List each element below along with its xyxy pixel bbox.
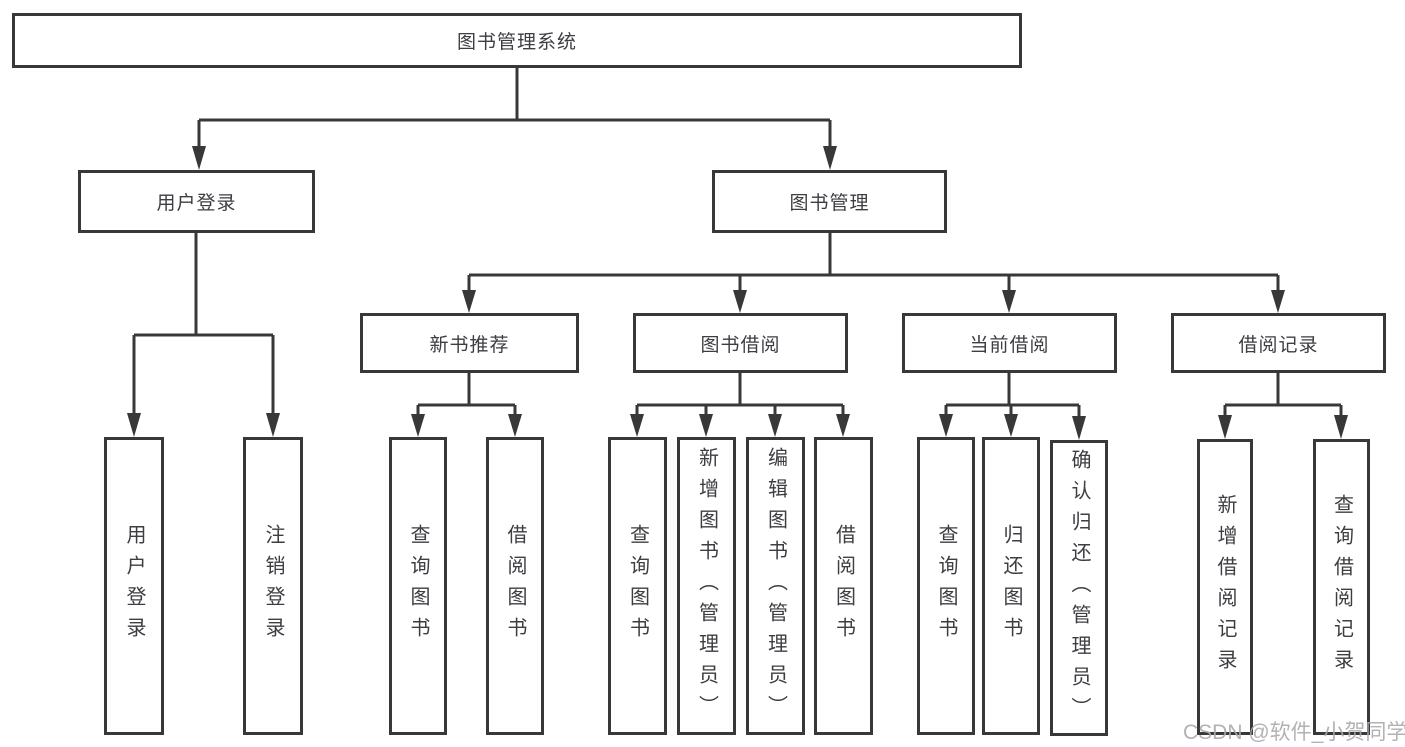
node-label: 用户登录 (156, 193, 237, 214)
connector-current-borrow-to-leaves (939, 373, 1086, 440)
node-leaf-query-books-recommend: 查询图书 (389, 437, 447, 735)
node-leaf-add-borrow-record: 新增借阅记录 (1197, 439, 1253, 735)
node-label: 新增借阅记录 (1214, 494, 1236, 680)
node-current-borrow: 当前借阅 (902, 313, 1117, 373)
node-label: 归还图书 (1000, 524, 1022, 648)
node-leaf-confirm-return-admin: 确认归还（管理员） (1050, 440, 1108, 736)
connector-book-borrow-to-leaves (630, 373, 850, 437)
node-label: 查询图书 (407, 524, 429, 648)
connector-borrow-records-to-leaves (1218, 373, 1348, 439)
connector-book-management-to-level3 (462, 233, 1285, 313)
node-label: 当前借阅 (969, 334, 1050, 356)
node-label: 借阅图书 (504, 524, 526, 648)
node-leaf-borrow-books: 借阅图书 (814, 437, 873, 735)
node-label: 借阅记录 (1238, 334, 1319, 356)
connector-user-login-to-leaves (127, 233, 280, 437)
node-leaf-borrow-books-recommend: 借阅图书 (486, 437, 544, 735)
node-label: 注销登录 (262, 524, 284, 648)
watermark: CSDN @软件_小贺同学 (1183, 721, 1405, 744)
node-label: 用户登录 (123, 524, 145, 648)
node-user-login: 用户登录 (78, 170, 315, 233)
node-library-management-system: 图书管理系统 (12, 13, 1022, 68)
connector-new-book-to-leaves (411, 373, 522, 437)
node-label: 确认归还（管理员） (1068, 448, 1090, 728)
node-leaf-user-login: 用户登录 (104, 437, 164, 735)
node-label: 图书管理系统 (456, 32, 577, 53)
node-label: 查询图书 (626, 524, 649, 648)
node-borrow-records: 借阅记录 (1171, 313, 1386, 373)
node-label: 新书推荐 (429, 334, 510, 356)
node-label: 借阅图书 (832, 524, 855, 648)
node-book-management: 图书管理 (712, 170, 947, 233)
node-label: 图书管理 (789, 193, 870, 214)
node-leaf-query-books-current: 查询图书 (917, 437, 975, 735)
node-leaf-add-books-admin: 新增图书（管理员） (677, 437, 736, 735)
node-leaf-return-books: 归还图书 (982, 437, 1040, 735)
node-label: 查询图书 (935, 524, 957, 648)
node-label: 编辑图书（管理员） (764, 446, 787, 726)
node-label: 查询借阅记录 (1330, 494, 1353, 680)
node-new-book-recommend: 新书推荐 (360, 313, 579, 373)
node-leaf-query-borrow-record: 查询借阅记录 (1313, 439, 1370, 735)
node-leaf-logout: 注销登录 (243, 437, 303, 735)
node-book-borrow: 图书借阅 (633, 313, 848, 373)
node-label: 图书借阅 (700, 334, 781, 356)
node-leaf-edit-books-admin: 编辑图书（管理员） (746, 437, 805, 735)
node-label: 新增图书（管理员） (695, 446, 718, 726)
connector-root-to-level2 (192, 68, 837, 170)
node-leaf-query-books-borrow: 查询图书 (608, 437, 667, 735)
